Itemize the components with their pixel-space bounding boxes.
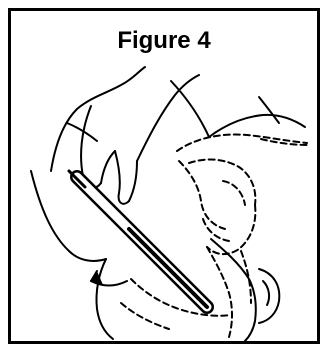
insertion-illustration xyxy=(11,11,317,341)
body-outline xyxy=(31,81,305,341)
internal-anatomy xyxy=(121,135,309,337)
direction-arrow xyxy=(91,271,127,286)
